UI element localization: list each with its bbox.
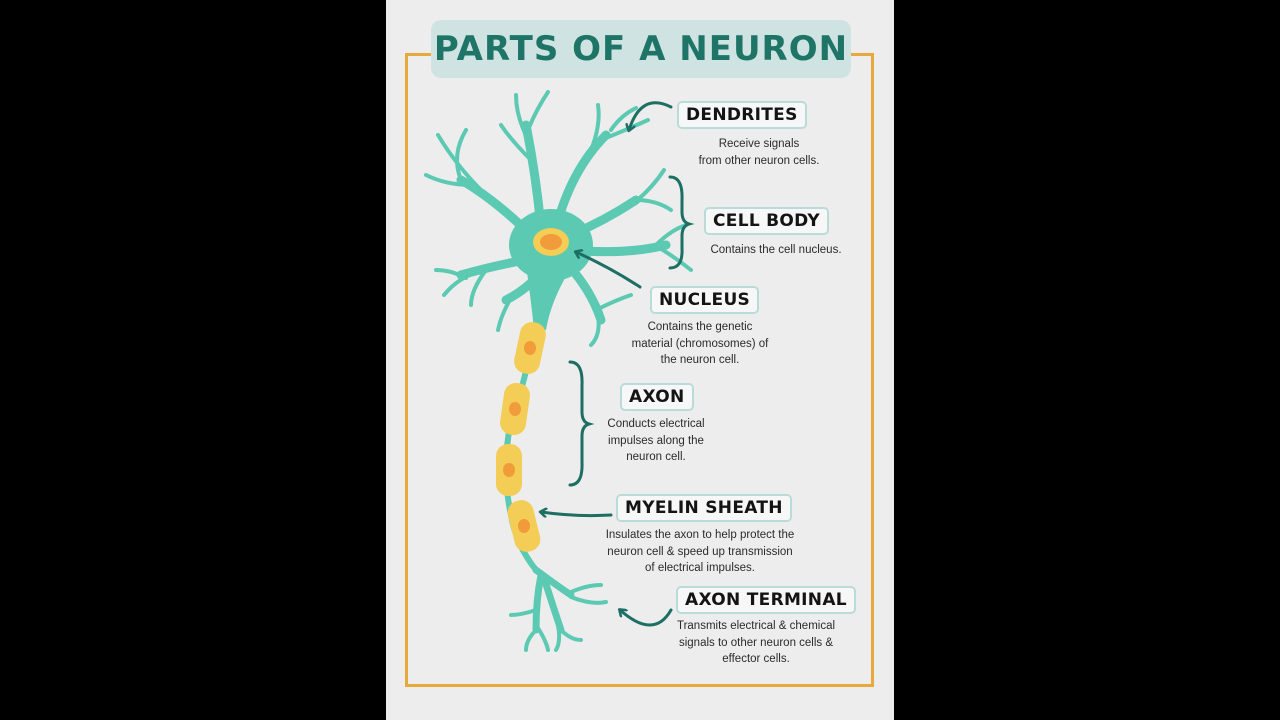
myelin-sheath-desc-line: Insulates the axon to help protect the [605, 529, 795, 541]
nucleus-desc-line: Contains the genetic [647, 321, 753, 333]
dendrites-arrow [629, 101, 673, 130]
cell-body-label: CELL BODY [704, 207, 829, 235]
myelin-sheath-desc-line: of electrical impulses. [645, 562, 755, 574]
nucleus-desc-line: material (chromosomes) of [631, 337, 769, 350]
nucleus-arrow [576, 252, 642, 289]
neuron-poster: PARTS OF A NEURON [386, 0, 894, 720]
nucleus-desc-line: the neuron cell. [660, 354, 740, 366]
dendrites-desc-line: Receive signals [718, 138, 800, 150]
axon-desc-line: Conducts electrical [607, 418, 705, 430]
axon-terminal-shape [509, 566, 608, 652]
title-box: PARTS OF A NEURON [431, 20, 851, 78]
myelin-sheath-label: MYELIN SHEATH [616, 494, 792, 522]
dendrites-desc-line: from other neuron cells. [698, 154, 820, 167]
cell-body-description: Contains the cell nucleus. [676, 242, 876, 259]
axon-description: Conducts electrical impulses along the n… [586, 416, 726, 466]
cell-body-bracket [668, 175, 695, 270]
myelin-sheath-desc-line: neuron cell & speed up transmission [607, 545, 793, 558]
nucleus-label: NUCLEUS [650, 286, 760, 314]
cell-body-desc-line: Contains the cell nucleus. [710, 244, 842, 256]
axon-terminal-desc-line: effector cells. [722, 653, 790, 665]
axon-bracket [568, 360, 595, 487]
axon-terminal-arrow [620, 610, 673, 627]
nucleus-description: Contains the genetic material (chromosom… [605, 319, 795, 369]
axon-hillock-shape [526, 265, 571, 330]
axon-label: AXON [620, 383, 694, 411]
axon-terminal-desc-line: Transmits electrical & chemical [676, 620, 836, 632]
axon-terminal-desc-line: signals to other neuron cells & [678, 636, 834, 649]
axon-desc-line: impulses along the [608, 434, 704, 447]
neuron-diagram [424, 90, 695, 652]
dendrites-description: Receive signals from other neuron cells. [654, 136, 864, 169]
poster-title: PARTS OF A NEURON [433, 29, 849, 69]
axon-terminal-label: AXON TERMINAL [676, 586, 856, 614]
myelin-sheath-arrow [541, 512, 613, 516]
dendrites-label: DENDRITES [677, 101, 807, 129]
axon-desc-line: neuron cell. [626, 451, 686, 463]
myelin-sheath-shape [496, 322, 546, 552]
myelin-sheath-description: Insulates the axon to help protect the n… [585, 527, 815, 577]
axon-terminal-description: Transmits electrical & chemical signals … [666, 618, 846, 668]
nucleus-inner-shape [540, 234, 562, 250]
